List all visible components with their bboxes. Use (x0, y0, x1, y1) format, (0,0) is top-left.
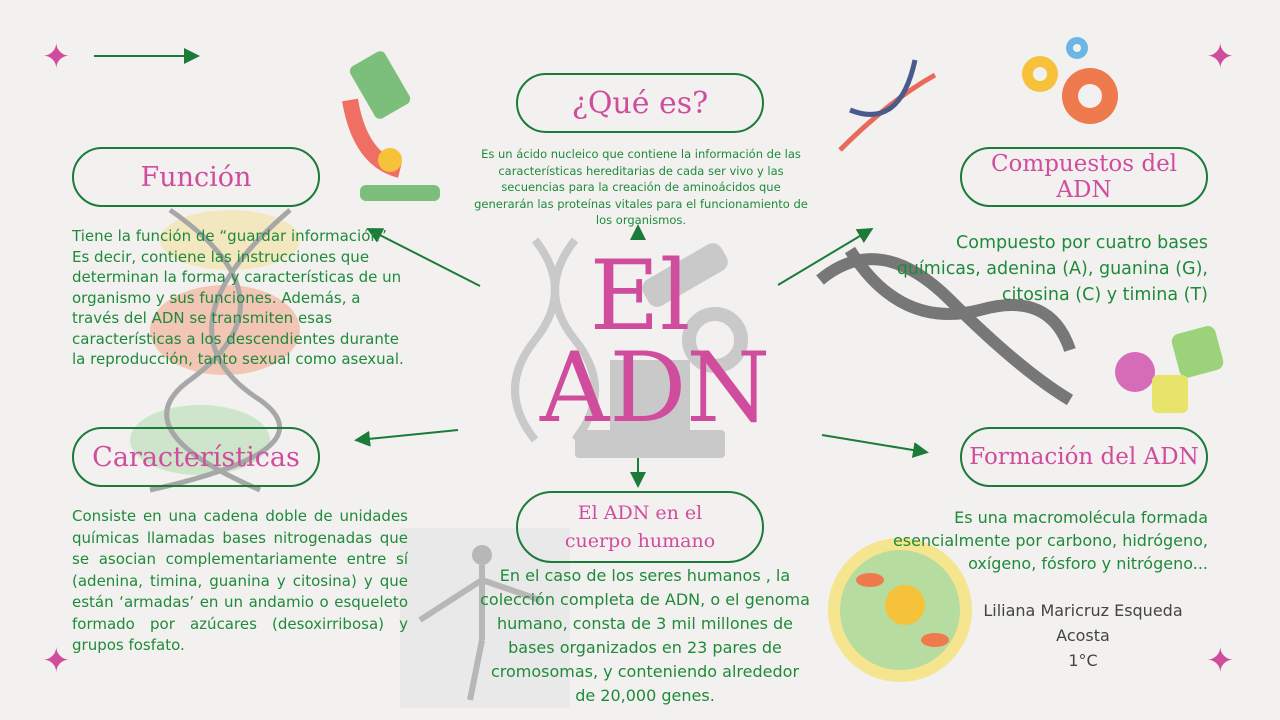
formacion-heading: Formación del ADN (960, 427, 1208, 487)
microscope-icon (342, 51, 440, 201)
sparkle-icon: ✦ (1206, 641, 1235, 681)
dna-icon (838, 59, 937, 152)
gears-icon (1022, 37, 1118, 124)
compuestos-heading: Compuestos del ADN (960, 147, 1208, 207)
author-group: 1°C (1068, 651, 1098, 670)
cell-icon (828, 538, 972, 682)
cuerpo-body: En el caso de los seres humanos , la col… (480, 566, 810, 705)
sparkle-icon: ✦ (42, 641, 71, 681)
funcion-heading: Función (72, 147, 320, 207)
main-title: El ADN (540, 240, 771, 444)
caracteristicas-heading: Características (72, 427, 320, 487)
dna-icon (130, 207, 300, 493)
que-es-body: Es un ácido nucleico que contiene la inf… (474, 147, 808, 227)
funcion-body: Tiene la función de “guardar información… (72, 227, 404, 368)
compuestos-body: Compuesto por cuatro bases químicas, ade… (896, 233, 1208, 305)
sparkle-icon: ✦ (42, 37, 71, 77)
dna-icon (511, 237, 599, 443)
caracteristicas-body: Consiste en una cadena doble de unidades… (72, 507, 408, 654)
cuerpo-heading: El ADN en el cuerpo humano (516, 491, 764, 563)
main-title-line1: El (589, 240, 691, 352)
flasks-icon (1115, 326, 1224, 413)
author-credit: Liliana Maricruz Esqueda Acosta 1°C (970, 598, 1196, 673)
dna-icon (816, 246, 1076, 406)
author-name: Liliana Maricruz Esqueda Acosta (983, 601, 1183, 645)
que-es-heading: ¿Qué es? (516, 73, 764, 133)
microscope-silhouette (575, 243, 748, 458)
sparkle-icon: ✦ (1206, 37, 1235, 77)
formacion-body: Es una macromolécula formada esencialmen… (892, 508, 1208, 573)
main-title-line2: ADN (540, 332, 771, 444)
